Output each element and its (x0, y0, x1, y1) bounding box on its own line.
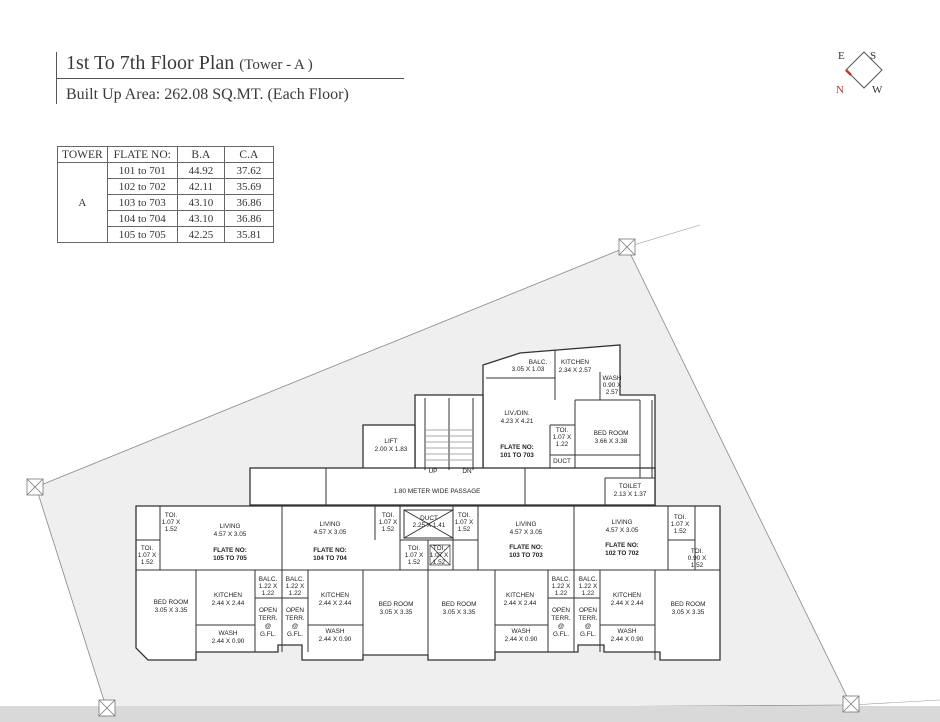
compass-w: W (872, 84, 883, 96)
table-row: A 101 to 701 44.92 37.62 (57, 162, 274, 243)
col-header-tower: TOWER (57, 146, 108, 163)
table-row: 102 to 702 42.11 35.69 (58, 178, 274, 195)
flat-cell: 105 to 705 (106, 226, 178, 243)
ba-cell: 44.92 (176, 162, 225, 179)
flat-cell: 102 to 702 (106, 178, 178, 195)
ba-cell: 42.25 (176, 226, 225, 243)
ca-cell: 36.86 (223, 194, 274, 211)
ba-cell: 42.11 (176, 178, 225, 195)
ca-cell: 37.62 (223, 162, 274, 179)
room-label-balc-top: BALC.3.05 X 1.03 (512, 359, 548, 373)
compass-e: E (838, 50, 845, 62)
plan-header: 1st To 7th Floor Plan (Tower - A ) Built… (56, 50, 406, 105)
flat-cell: 103 to 703 (106, 194, 178, 211)
room-label-flat-104: FLATE NO:104 TO 704 (313, 547, 347, 562)
col-header-flat: FLATE NO: (106, 146, 178, 163)
flat-cell: 104 to 704 (106, 210, 178, 227)
stair-dn-label: DN (462, 468, 472, 475)
ca-cell: 36.86 (223, 210, 274, 227)
passage-label: 1.80 METER WIDE PASSAGE (394, 488, 481, 495)
room-label-flat-101: FLATE NO:101 TO 703 (500, 444, 534, 459)
col-header-ca: C.A (223, 146, 274, 163)
partitions (136, 350, 720, 660)
ca-cell: 35.81 (223, 226, 274, 243)
ca-cell: 35.69 (223, 178, 274, 195)
stair-treads (426, 429, 472, 461)
built-up-area: Built Up Area: 262.08 SQ.MT. (Each Floor… (66, 86, 349, 103)
room-label-flat-102: FLATE NO:102 TO 702 (605, 542, 639, 557)
area-table: TOWER FLATE NO: B.A C.A A 101 to 701 44.… (57, 146, 274, 243)
room-label-duct-101: DUCT (553, 458, 571, 465)
table-row: 105 to 705 42.25 35.81 (58, 226, 274, 243)
stair-up-label: UP (429, 468, 438, 475)
ba-cell: 43.10 (176, 194, 225, 211)
flat-cell: 101 to 701 (106, 162, 178, 179)
page-title: 1st To 7th Floor Plan (Tower - A ) (66, 52, 313, 74)
compass-icon: E S N W (832, 48, 892, 102)
room-label-flat-103: FLATE NO:103 TO 703 (509, 544, 543, 559)
ba-cell: 43.10 (176, 210, 225, 227)
tower-cell: A (57, 162, 108, 243)
compass-s: S (870, 50, 877, 62)
boundary-marker (26, 238, 860, 717)
compass-n: N (836, 84, 844, 96)
room-label-liv-din: LIV./DIN.4.23 X 4.21 (501, 410, 534, 425)
room-label-flat-105: FLATE NO:105 TO 705 (213, 547, 247, 562)
col-header-ba: B.A (176, 146, 225, 163)
